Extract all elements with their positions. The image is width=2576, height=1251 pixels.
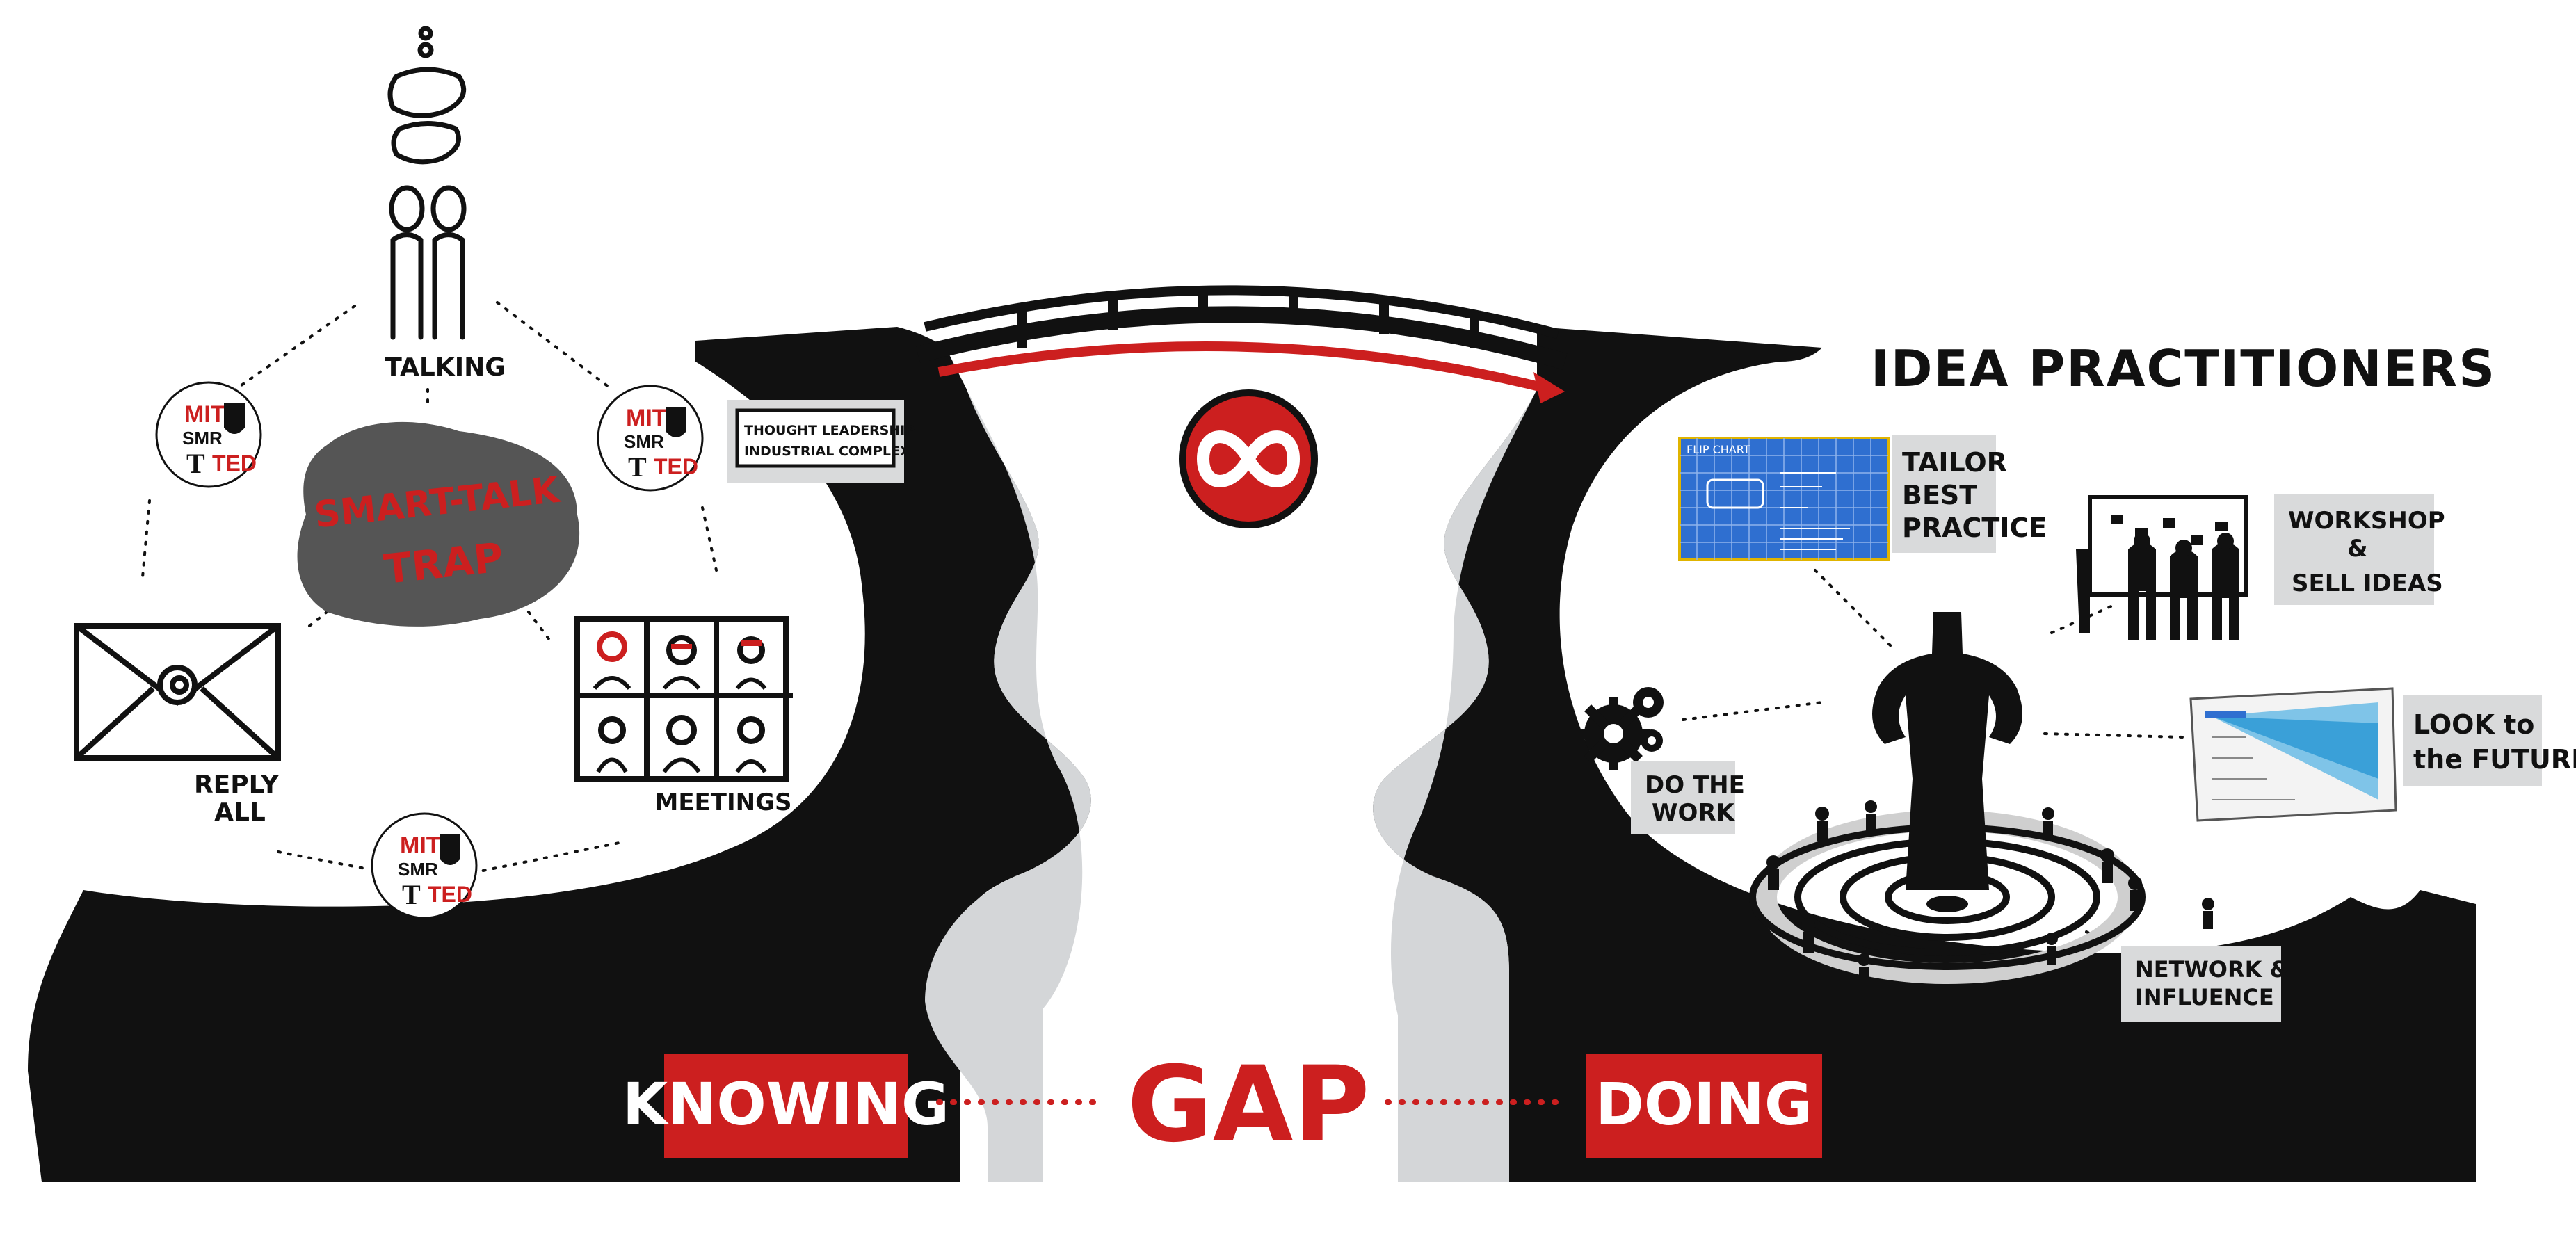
look-to-the-future-label: LOOK to the FUTURE	[2403, 695, 2576, 786]
knowing-label: KNOWING	[622, 1070, 949, 1138]
smart-talk-trap-blob: SMART-TALK TRAP	[297, 421, 580, 627]
svg-text:SMR: SMR	[398, 859, 438, 880]
infinity-icon	[1196, 430, 1301, 487]
future-chart-card	[2189, 687, 2397, 822]
svg-text:WORKSHOP: WORKSHOP	[2288, 507, 2445, 535]
svg-text:SELL IDEAS: SELL IDEAS	[2292, 570, 2443, 597]
badge-mit: MIT	[184, 401, 225, 428]
gap-label: GAP	[1127, 1044, 1369, 1165]
tailor-best-practice-label: TAILOR BEST PRACTICE	[1892, 435, 2047, 553]
thought-leadership-label: THOUGHT LEADERSHIP INDUSTRIAL COMPLEX	[727, 400, 915, 483]
thought-leadership-line-1: THOUGHT LEADERSHIP	[744, 423, 915, 438]
svg-text:T: T	[402, 879, 421, 910]
bridge-arrow	[937, 341, 1552, 394]
doing-label: DOING	[1595, 1070, 1812, 1138]
svg-text:the FUTURE: the FUTURE	[2413, 744, 2576, 775]
email-envelope-icon	[74, 623, 281, 761]
left-dotted-connectors	[141, 301, 718, 874]
media-badge-bottom: MIT SMR T TED	[371, 812, 478, 919]
video-meeting-grid-illustration	[574, 616, 793, 782]
talking-figures-illustration	[387, 26, 467, 340]
svg-text:BEST: BEST	[1902, 480, 1977, 510]
svg-text:&: &	[2347, 535, 2368, 563]
svg-text:SMR: SMR	[624, 431, 664, 452]
badge-ted: TED	[212, 451, 257, 476]
svg-text:INFLUENCE: INFLUENCE	[2135, 984, 2274, 1010]
gears-icon	[1577, 687, 1664, 770]
svg-text:MIT: MIT	[626, 405, 667, 431]
badge-nyt: T	[186, 448, 205, 479]
svg-text:NETWORK &: NETWORK &	[2135, 956, 2289, 983]
reply-all-line-2: ALL	[214, 798, 266, 827]
doing-box	[1586, 1054, 1822, 1158]
svg-text:WORK: WORK	[1652, 799, 1736, 827]
workshop-whiteboard-illustration	[2076, 495, 2248, 640]
svg-text:T: T	[628, 451, 647, 483]
network-influence-label: NETWORK & INFLUENCE	[2121, 946, 2289, 1022]
knowing-box	[664, 1054, 908, 1158]
media-badge-top-left: MIT SMR T TED	[155, 381, 262, 488]
workshop-sell-ideas-label: WORKSHOP & SELL IDEAS	[2274, 494, 2445, 605]
flip-chart-title: FLIP CHART	[1687, 443, 1750, 456]
badge-smr: SMR	[182, 428, 223, 449]
idea-practitioners-title: IDEA PRACTITIONERS	[1871, 339, 2496, 398]
practitioner-figure	[1749, 612, 2214, 1033]
bridge	[916, 285, 1568, 403]
talking-label: TALKING	[385, 353, 506, 382]
knowing-gap-doing-row: KNOWING GAP DOING	[622, 1044, 1822, 1165]
media-badge-top-right: MIT SMR T TED	[597, 385, 704, 492]
thought-leadership-line-2: INDUSTRIAL COMPLEX	[744, 444, 910, 459]
svg-text:LOOK to: LOOK to	[2413, 709, 2534, 740]
reply-all-line-1: REPLY	[194, 770, 280, 799]
svg-text:PRACTICE: PRACTICE	[1902, 512, 2047, 543]
do-the-work-label: DO THE WORK	[1631, 761, 1745, 834]
flip-chart-blueprint: FLIP CHART	[1678, 437, 1890, 561]
svg-text:TAILOR: TAILOR	[1902, 447, 2007, 478]
svg-text:TED: TED	[654, 454, 698, 479]
left-cliff	[28, 327, 1091, 1182]
svg-text:DO THE: DO THE	[1645, 771, 1745, 799]
svg-text:TED: TED	[428, 882, 472, 907]
infinity-logo	[1179, 389, 1318, 528]
svg-text:MIT: MIT	[400, 832, 441, 859]
meetings-label: MEETINGS	[655, 789, 792, 816]
